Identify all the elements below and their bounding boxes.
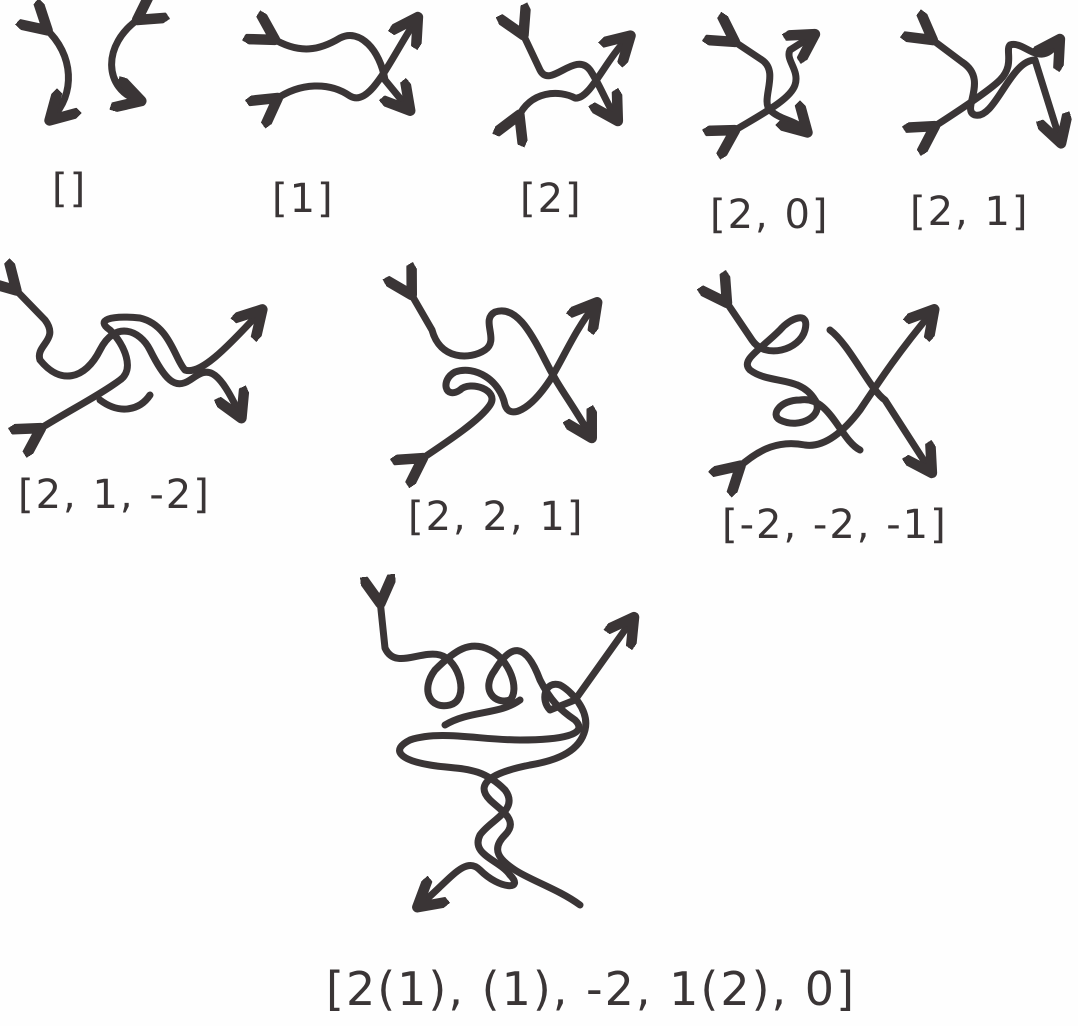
tangle-label-neg2-neg2-neg1: [-2, -2, -1] bbox=[722, 502, 948, 548]
tangle-empty bbox=[45, 18, 140, 118]
strand-left bbox=[45, 28, 68, 118]
strand-c bbox=[100, 395, 150, 409]
tangle-complex bbox=[380, 600, 632, 905]
tangle-label-2-1: [2, 1] bbox=[910, 189, 1030, 235]
tangle-2 bbox=[518, 32, 628, 118]
strand-b bbox=[420, 305, 595, 460]
strand-a bbox=[725, 300, 860, 450]
tangle-2-2-1 bbox=[410, 292, 595, 460]
tangle-label-2-1-neg2: [2, 1, -2] bbox=[18, 472, 211, 518]
tangle-2-1-neg2 bbox=[14, 288, 260, 430]
strand-b bbox=[830, 330, 930, 470]
tangle-1 bbox=[272, 20, 416, 108]
tangle-neg2-neg2-neg1 bbox=[725, 300, 932, 470]
tangle-2-1 bbox=[930, 38, 1060, 140]
tangle-label-2: [2] bbox=[520, 176, 583, 222]
tangle-label-1: [1] bbox=[272, 176, 335, 222]
tangle-2-0 bbox=[732, 36, 812, 132]
strand-right bbox=[112, 18, 140, 100]
tangle-label-2-0: [2, 0] bbox=[710, 192, 830, 238]
tangle-label-complex: [2(1), (1), -2, 1(2), 0] bbox=[326, 962, 856, 1016]
strand-b bbox=[38, 312, 260, 430]
tangle-label-2-2-1: [2, 2, 1] bbox=[408, 494, 584, 540]
tangle-label-empty: [] bbox=[52, 166, 87, 212]
strand-a bbox=[380, 600, 579, 905]
